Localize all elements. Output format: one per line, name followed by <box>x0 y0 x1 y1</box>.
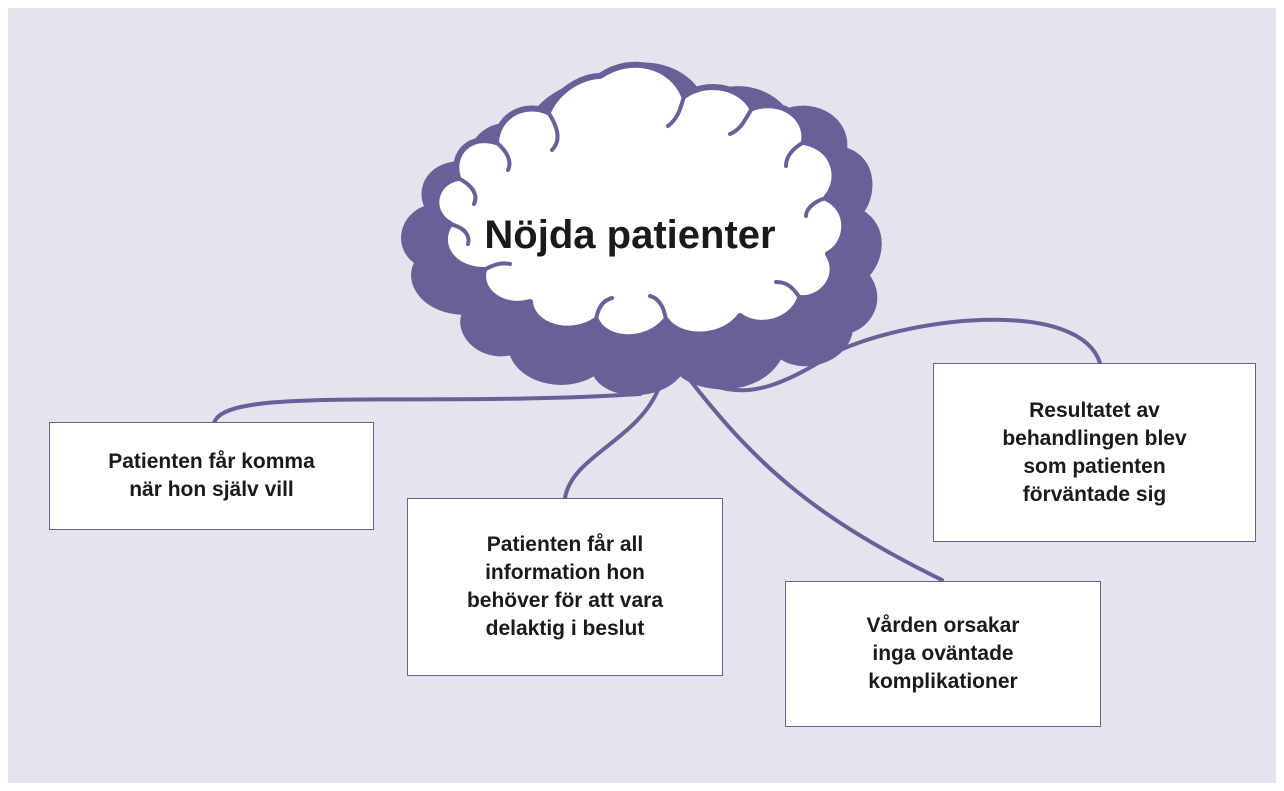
diagram-title: Nöjda patienter <box>484 212 776 257</box>
connector-right <box>698 317 1102 393</box>
box-come-when-wants: Patienten får komma när hon själv vill <box>49 422 374 530</box>
box-no-complications: Vården orsakar inga oväntade komplikatio… <box>785 581 1101 727</box>
connector-center <box>563 383 662 500</box>
connector-bottom-right <box>688 378 944 582</box>
box-expected-result: Resultatet av behandlingen blev som pati… <box>933 363 1256 542</box>
cloud-body <box>433 61 848 341</box>
connector-left <box>212 392 642 426</box>
box-all-information: Patienten får all information hon behöve… <box>407 498 723 676</box>
